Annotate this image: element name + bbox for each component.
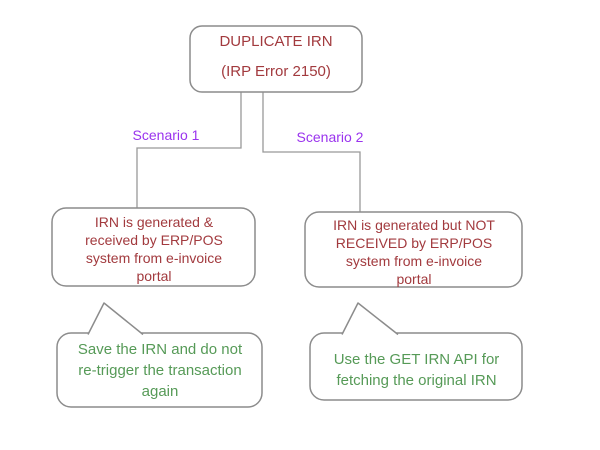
scenario1-callout-tail bbox=[87, 302, 144, 336]
scenario2-label: Scenario 2 bbox=[296, 129, 364, 145]
scenario2-callout-tail bbox=[341, 302, 399, 336]
scenario2-connector-line bbox=[262, 92, 361, 212]
scenario1-condition-box-shape bbox=[51, 207, 256, 287]
scenario1-connector-line bbox=[136, 92, 242, 208]
scenario1-label: Scenario 1 bbox=[132, 127, 200, 143]
scenario1-action-text: Save the IRN and do not re-trigger the t… bbox=[77, 341, 243, 400]
scenario2-condition-text: IRN is generated but NOT RECEIVED by ERP… bbox=[333, 217, 495, 287]
scenario1-callout-shape bbox=[56, 332, 263, 408]
root-box-shape bbox=[189, 25, 363, 93]
scenario2-action-text: Use the GET IRN API for fetching the ori… bbox=[333, 351, 500, 389]
scenario1-condition-text: IRN is generated & received by ERP/POS s… bbox=[85, 214, 223, 284]
root-box-subtitle: (IRP Error 2150) bbox=[221, 63, 331, 80]
root-box-title: DUPLICATE IRN bbox=[219, 33, 333, 50]
scenario2-condition-box-shape bbox=[304, 211, 523, 288]
scenario2-callout-shape bbox=[309, 332, 523, 401]
